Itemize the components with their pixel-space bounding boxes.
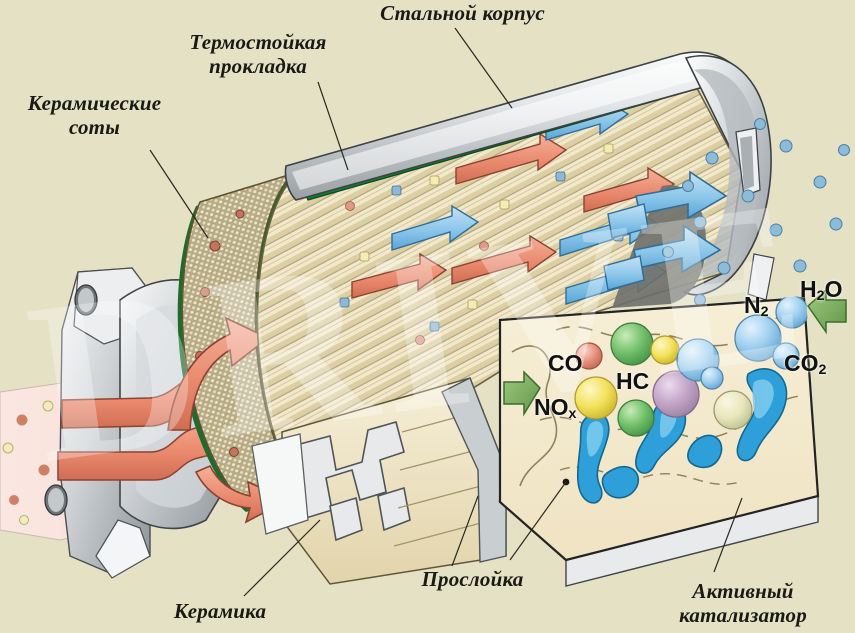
chem-label-co2: CO2 <box>784 350 827 379</box>
chem-label-h2o: H2O <box>800 276 843 305</box>
product-molecules <box>676 296 809 430</box>
chem-label-n2: N2 <box>744 292 769 321</box>
label-interlayer: Прослойка <box>421 567 524 591</box>
chem-nox-text: NO <box>534 394 569 420</box>
label-steel-housing: Стальной корпус <box>380 1 545 25</box>
chem-co2-subscript: 2 <box>818 362 827 379</box>
label-active-catalyst: Активный катализатор <box>679 579 807 627</box>
label-ceramic: Керамика <box>173 599 267 623</box>
chem-h2o-text: H <box>800 276 817 302</box>
clean-gas-particle-field <box>662 118 850 306</box>
ceramic-honeycomb-face <box>167 172 302 524</box>
label-heat-resistant-gasket: Термостойкая прокладка <box>189 30 327 78</box>
chem-co-text: CO <box>548 350 583 376</box>
green-output-arrows <box>503 288 847 417</box>
chem-label-co: CO <box>548 352 583 375</box>
chem-label-nox: NOx <box>534 394 577 423</box>
label-leader-lines <box>149 27 743 597</box>
ceramic-channel-detail <box>251 377 507 585</box>
pollutant-molecules <box>574 322 700 437</box>
active-catalyst-inset <box>498 296 820 587</box>
chem-n2-subscript: 2 <box>760 304 769 321</box>
chem-label-hc: HC <box>616 370 649 393</box>
chem-h2o-tail: O <box>824 276 843 302</box>
chem-n2-text: N <box>744 292 761 318</box>
chem-co2-text: CO <box>784 350 819 376</box>
dirty-gas-arrows <box>351 132 676 299</box>
chem-hc-text: HC <box>616 368 650 394</box>
label-ceramic-honeycomb: Керамические соты <box>27 91 162 139</box>
chem-h2o-subscript: 2 <box>816 288 825 305</box>
chem-nox-subscript: x <box>568 406 577 423</box>
